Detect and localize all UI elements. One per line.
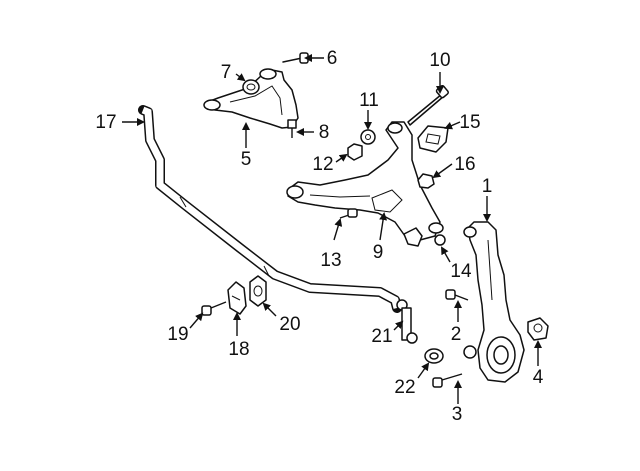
lower-ball-joint: [403, 227, 446, 247]
steering-knuckle: [463, 221, 525, 383]
stabilizer-link: [396, 299, 418, 344]
callout-labels: 1 2 3 4 5 6 7 8 9 10 11 12 13 14 15 16 1…: [95, 48, 543, 425]
callout-18: 18: [228, 339, 249, 360]
bushing-nut: [347, 143, 363, 161]
callout-8: 8: [319, 122, 330, 143]
callout-16: 16: [454, 154, 475, 175]
callout-1: 1: [482, 176, 493, 197]
callout-6: 6: [327, 48, 338, 69]
leader-lines: [122, 54, 542, 404]
callout-22: 22: [394, 377, 415, 398]
lower-arm-bolt: [339, 208, 358, 219]
link-bushing: [424, 348, 444, 364]
callout-12: 12: [312, 154, 333, 175]
callout-14: 14: [450, 261, 472, 282]
bump-stop: [417, 125, 449, 153]
callout-9: 9: [373, 242, 384, 263]
knuckle-bushing: [527, 317, 549, 341]
callout-10: 10: [429, 50, 450, 71]
upper-control-arm: [203, 68, 299, 129]
lower-bolt: [432, 373, 463, 388]
lower-control-arm: [286, 121, 444, 241]
callout-19: 19: [167, 324, 188, 345]
callout-20: 20: [279, 314, 300, 335]
upper-arm-bushing: [242, 79, 260, 95]
ball-joint-stud: [287, 119, 297, 138]
callout-21: 21: [371, 326, 392, 347]
lock-nut: [417, 173, 435, 189]
callout-11: 11: [359, 90, 379, 111]
callout-13: 13: [320, 250, 341, 271]
washer: [360, 129, 376, 145]
callout-2: 2: [451, 324, 462, 345]
callout-7: 7: [221, 62, 232, 83]
upper-arm-bolt: [282, 52, 309, 64]
stabilizer-bracket: [227, 281, 247, 315]
callout-17: 17: [95, 112, 116, 133]
callout-15: 15: [459, 112, 480, 133]
callout-4: 4: [533, 367, 544, 388]
stabilizer-bar: [138, 105, 402, 313]
lower-arm-long-bolt: [407, 85, 449, 126]
knuckle-bolt: [445, 289, 469, 301]
stabilizer-bushing: [249, 275, 267, 307]
callout-3: 3: [452, 404, 463, 425]
callout-5: 5: [241, 149, 252, 170]
bracket-bolt: [201, 301, 227, 316]
